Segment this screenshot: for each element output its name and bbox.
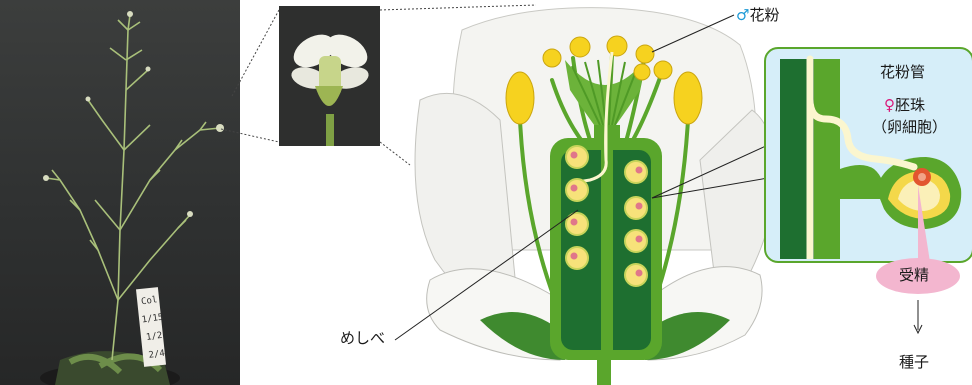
pollen-tube-label: 花粉管	[880, 65, 925, 80]
male-symbol: ♂	[736, 6, 749, 24]
ovule-icon	[566, 146, 588, 168]
ovule-icon	[625, 264, 647, 286]
seed-label: 種子	[899, 355, 929, 370]
ovule-label: ♀胚珠	[884, 98, 925, 113]
ovule-icon	[566, 247, 588, 269]
female-symbol: ♀	[884, 96, 895, 114]
ovule-icon	[625, 161, 647, 183]
pollen-label: ♂花粉	[736, 8, 779, 23]
egg-cell-label: （卵細胞）	[872, 120, 947, 135]
ovule-inset-diagram	[766, 49, 972, 261]
ovule-icon	[566, 179, 588, 201]
ovule-icon	[625, 230, 647, 252]
ovule-inset	[764, 47, 972, 263]
pistil-label: めしべ	[340, 331, 385, 346]
fertilization-label: 受精	[899, 268, 929, 283]
ovule-icon	[625, 197, 647, 219]
